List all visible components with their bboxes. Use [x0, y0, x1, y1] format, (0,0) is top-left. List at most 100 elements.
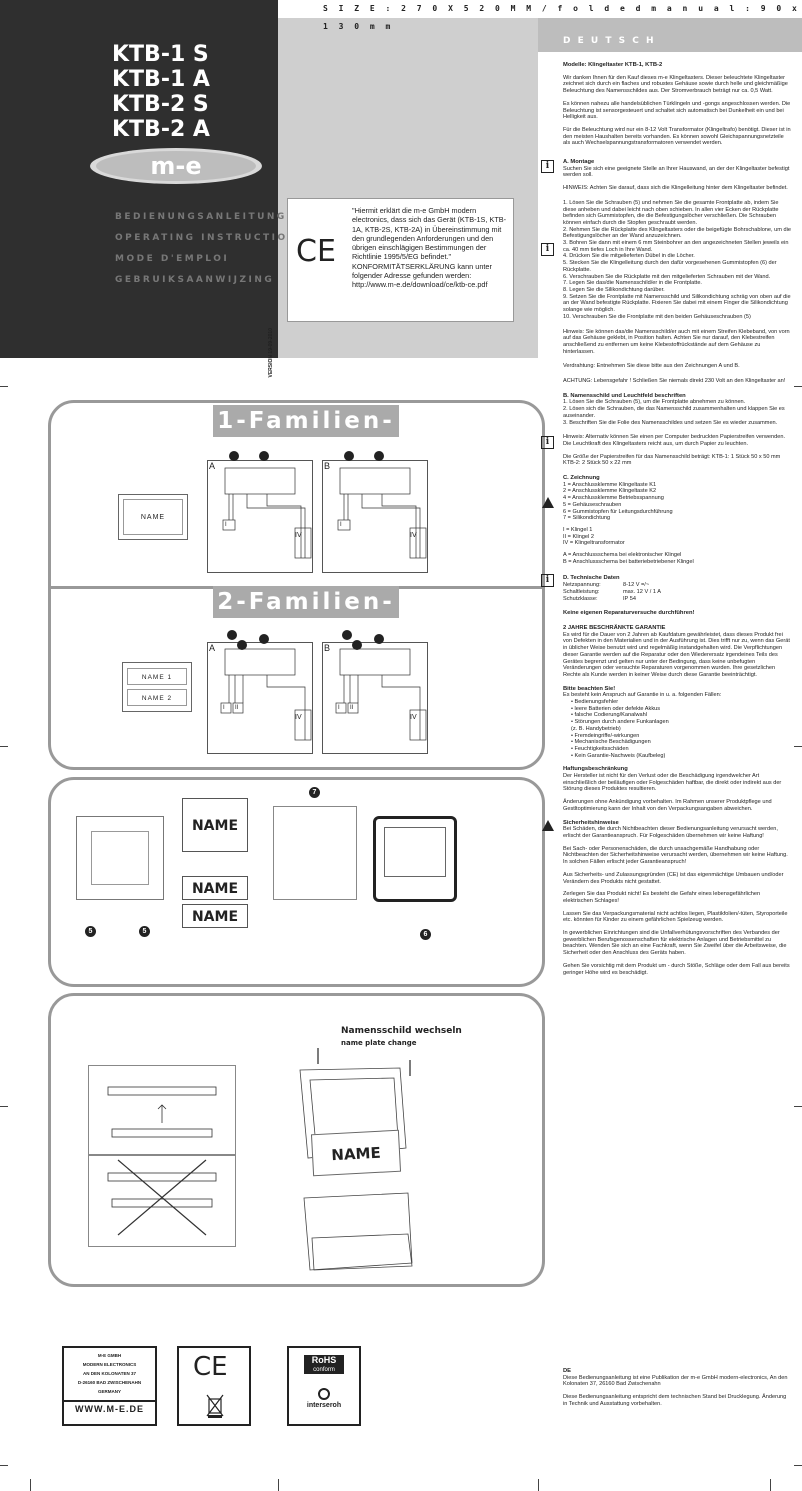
d-row: Netzspannung: 8-12 V =/~ — [563, 582, 791, 589]
badge-5a: 5 — [85, 926, 96, 937]
info-block-1: Für die Beleuchtung wird nur ein 8-12 Vo… — [563, 127, 791, 147]
liability-heading: Haftungsbeschränkung — [563, 766, 628, 773]
d-row: Schutzklasse:IP 54 — [563, 596, 791, 603]
ce-mark: CE — [296, 234, 336, 269]
diagram-2b-label: B — [324, 643, 331, 653]
lang-nl: GEBRUIKSAANWIJZING — [115, 275, 275, 285]
bell-2b-1: I — [338, 705, 340, 711]
d-value: max. 12 V / 1 A — [623, 588, 661, 595]
c-item: IV = Klingeltransformator — [563, 540, 625, 547]
step-item: 4. Drücken Sie die mitgelieferten Dübel … — [563, 253, 695, 260]
section-a-heading: A. Montage — [563, 159, 595, 166]
transformer-2b: IV — [410, 714, 417, 721]
bell-label-a: I — [225, 522, 227, 528]
interseroh-icon — [318, 1388, 330, 1400]
website-link[interactable]: WWW.M-E.DE — [64, 1400, 155, 1414]
transformer-a: IV — [295, 532, 302, 539]
lang-de: BEDIENUNGSANLEITUNG — [115, 212, 287, 222]
plate-name-1: NAME 1 — [127, 668, 187, 685]
info-icon: i — [541, 243, 554, 256]
c-item: 5 = Gehäuseschrauben — [563, 501, 622, 508]
bell-2a-1: I — [223, 705, 225, 711]
ce-declaration-text: "Hiermit erklärt die m-e GmbH modern ele… — [352, 206, 507, 290]
c-item: 6 = Gummistopfen für Leitungsdurchführun… — [563, 508, 673, 515]
company-box: M-E GMBH MODERN ELECTRONICS AN DEN KOLON… — [62, 1346, 157, 1426]
c-item: 4 = Anschlussklemme Betriebsspannung — [563, 495, 664, 502]
c-item: I = Klingel 1 — [563, 526, 593, 533]
model-1: KTB-1 S — [112, 42, 209, 67]
bell-2a-2: II — [235, 705, 239, 711]
models-heading: Modelle: Klingeltaster KTB-1, KTB-2 — [563, 62, 663, 68]
c-item: II = Klingel 2 — [563, 533, 594, 540]
b-step: 3. Beschriften Sie die Folie des Namenss… — [563, 419, 778, 426]
two-family-title: 2-Familien-Haus — [213, 586, 399, 647]
two-family-wiring — [220, 630, 427, 741]
model-3: KTB-2 S — [112, 92, 209, 117]
lang-fr: MODE D'EMPLOI — [115, 254, 230, 264]
nameplate-change-panel — [48, 993, 545, 1287]
lang-en: OPERATING INSTRUCTIONS — [115, 233, 307, 243]
manual-column: Modelle: Klingeltaster KTB-1, KTB-2 Wir … — [563, 62, 791, 976]
crop-mark — [794, 1465, 802, 1466]
name-plate-small-1: NAME — [182, 876, 248, 900]
b-step: 1. Lösen Sie die Schrauben (5), um die F… — [563, 399, 746, 406]
warning-icon — [542, 820, 554, 831]
d-key: Schutzklasse: — [563, 595, 598, 602]
paper-size-text: Die Größe der Papierstreifen für das Nam… — [563, 453, 781, 467]
crop-mark — [0, 746, 8, 747]
changes-text: Änderungen ohne Ankündigung vorbehalten.… — [563, 799, 772, 812]
one-family-title: 1-Familien-Haus — [213, 405, 399, 466]
crop-mark — [0, 1106, 8, 1107]
crop-mark — [0, 1465, 8, 1466]
section-a-text: Suchen Sie sich eine geeignete Stelle an… — [563, 165, 790, 179]
ce-declaration-box — [287, 198, 514, 322]
section-b-heading: B. Namensschild und Leuchtfeld beschrift… — [563, 392, 686, 399]
front-frame — [76, 816, 164, 900]
step-item: 1. Lösen Sie die Schrauben (5) und nehme… — [563, 199, 779, 226]
crop-mark — [30, 1479, 31, 1491]
crop-mark — [0, 386, 8, 387]
step-item: 7. Legen Sie das/die Namensschild/er in … — [563, 280, 702, 287]
b-step: 2. Lösen sich die Schrauben, die das Nam… — [563, 406, 785, 419]
badge-6: 6 — [420, 929, 431, 940]
de-label: DE — [563, 1368, 572, 1374]
transformer-2a: IV — [295, 714, 302, 721]
transformer-b: IV — [410, 532, 417, 539]
c-item: 7 = Silikondichtung — [563, 515, 611, 522]
model-2: KTB-1 A — [112, 67, 210, 92]
interseroh-label: interseroh — [306, 1402, 342, 1409]
company-line-2: MODERN ELECTRONICS — [82, 1362, 137, 1367]
safety-text: Bei Schäden, die durch Nichtbeachten die… — [563, 826, 778, 839]
bell-2b-2: II — [350, 705, 354, 711]
info-text-2: HINWEIS: Achten Sie darauf, dass sich di… — [563, 185, 788, 192]
warning-text: ACHTUNG: Lebensgefahr ! Schließen Sie ni… — [563, 378, 786, 385]
intro-text: Wir danken Ihnen für den Kauf dieses m-e… — [563, 74, 788, 95]
step-illustration — [107, 1086, 217, 1236]
d-key: Netzspannung: — [563, 582, 601, 589]
note-item: • Fremdeingriffe/-wirkungen — [571, 732, 640, 739]
badge-7: 7 — [309, 787, 320, 798]
rohs-label: RoHS — [304, 1355, 344, 1366]
d-value: 8-12 V =/~ — [623, 582, 650, 589]
note-heading: Bitte beachten Sie! — [563, 685, 616, 692]
safety-text: Aus Sicherheits- und Zulassungsgründen (… — [563, 871, 784, 885]
rohs-conform: conform — [304, 1366, 344, 1374]
info-text-1: Für die Beleuchtung wird nur ein 8-12 Vo… — [563, 126, 791, 147]
crop-mark — [538, 1479, 539, 1491]
step-item: 8. Legen Sie die Silikondichtung darüber… — [563, 286, 665, 293]
brand-text: m-e — [150, 152, 201, 180]
warranty-heading: 2 JAHRE BESCHRÄNKTE GARANTIE — [563, 625, 666, 631]
nameplate-change-subtitle: name plate change — [341, 1039, 417, 1047]
info-icon: i — [541, 160, 554, 173]
info-text-4: Hinweis: Alternativ können Sie einen per… — [563, 434, 786, 447]
back-plate — [373, 816, 457, 902]
note-item: • Feuchtigkeitsschäden — [571, 745, 629, 752]
diagram-2a-label: A — [209, 643, 216, 653]
company-line-4: D-26160 BAD ZWISCHENAHN — [77, 1380, 142, 1385]
d-row: Schaltleistung:max. 12 V / 1 A — [563, 589, 791, 596]
safety-text: Gehen Sie vorsichtig mit dem Produkt um … — [563, 962, 790, 976]
c-item: A = Anschlussschema bei elektronischer K… — [563, 552, 682, 559]
c-item: 2 = Anschlussklemme Klingeltaste K2 — [563, 488, 657, 495]
warning-icon — [542, 497, 554, 508]
de-state: Diese Bedienungsanleitung entspricht dem… — [563, 1394, 787, 1407]
